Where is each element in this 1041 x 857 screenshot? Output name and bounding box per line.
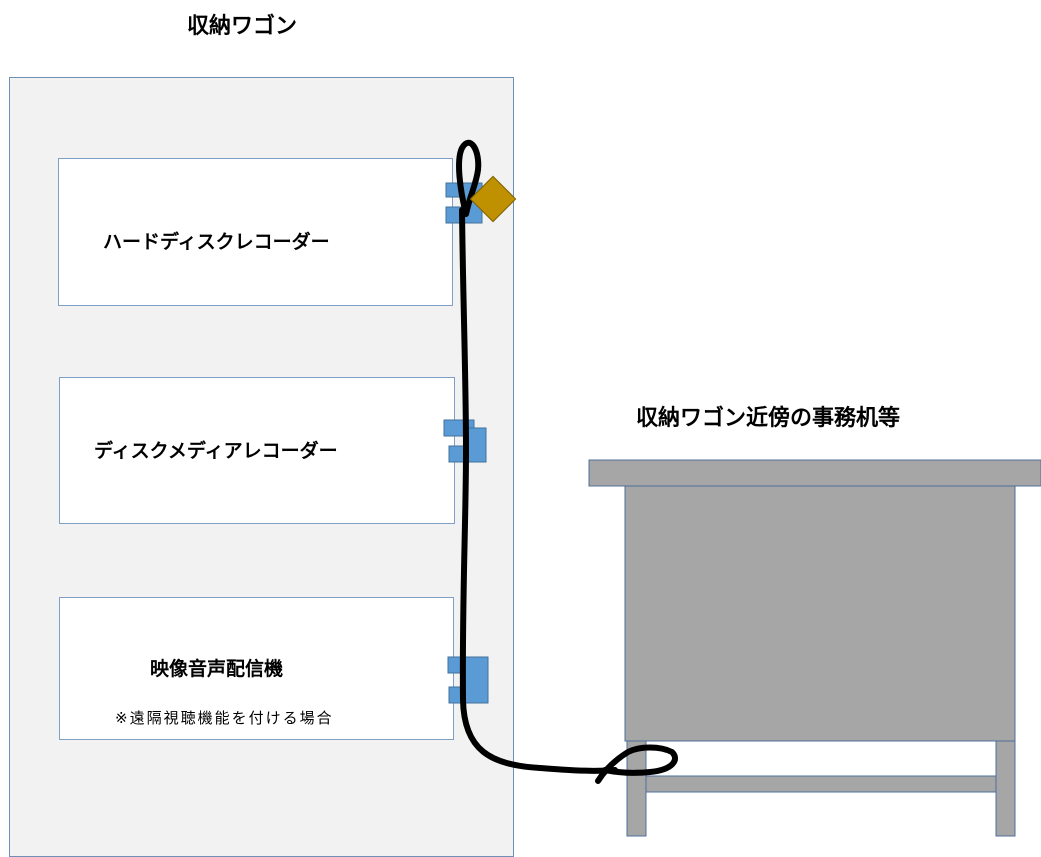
- office-desk: [588, 459, 1041, 837]
- padlock-icon: [469, 175, 517, 223]
- device-label-hdd-recorder: ハードディスクレコーダー: [103, 231, 330, 253]
- desk-leg-right-icon: [995, 740, 1016, 837]
- desk-leg-left-icon: [626, 740, 647, 837]
- bracket-icon: [447, 656, 489, 704]
- device-label-disc-recorder: ディスクメディアレコーダー: [94, 440, 338, 462]
- desk-title: 収納ワゴン近傍の事務机等: [636, 406, 901, 431]
- device-box-hdd-recorder: ハードディスクレコーダー: [58, 158, 453, 306]
- desk-crossbar-icon: [645, 775, 997, 793]
- wagon-title: 収納ワゴン: [187, 14, 298, 39]
- desk-body-icon: [624, 485, 1016, 742]
- desk-top-icon: [588, 459, 1041, 487]
- device-note-remote-viewing: ※遠隔視聴機能を付ける場合: [115, 709, 334, 727]
- security-cable: [456, 139, 678, 784]
- device-box-disc-recorder: ディスクメディアレコーダー: [59, 377, 455, 524]
- device-label-av-distributor: 映像音声配信機: [150, 658, 284, 680]
